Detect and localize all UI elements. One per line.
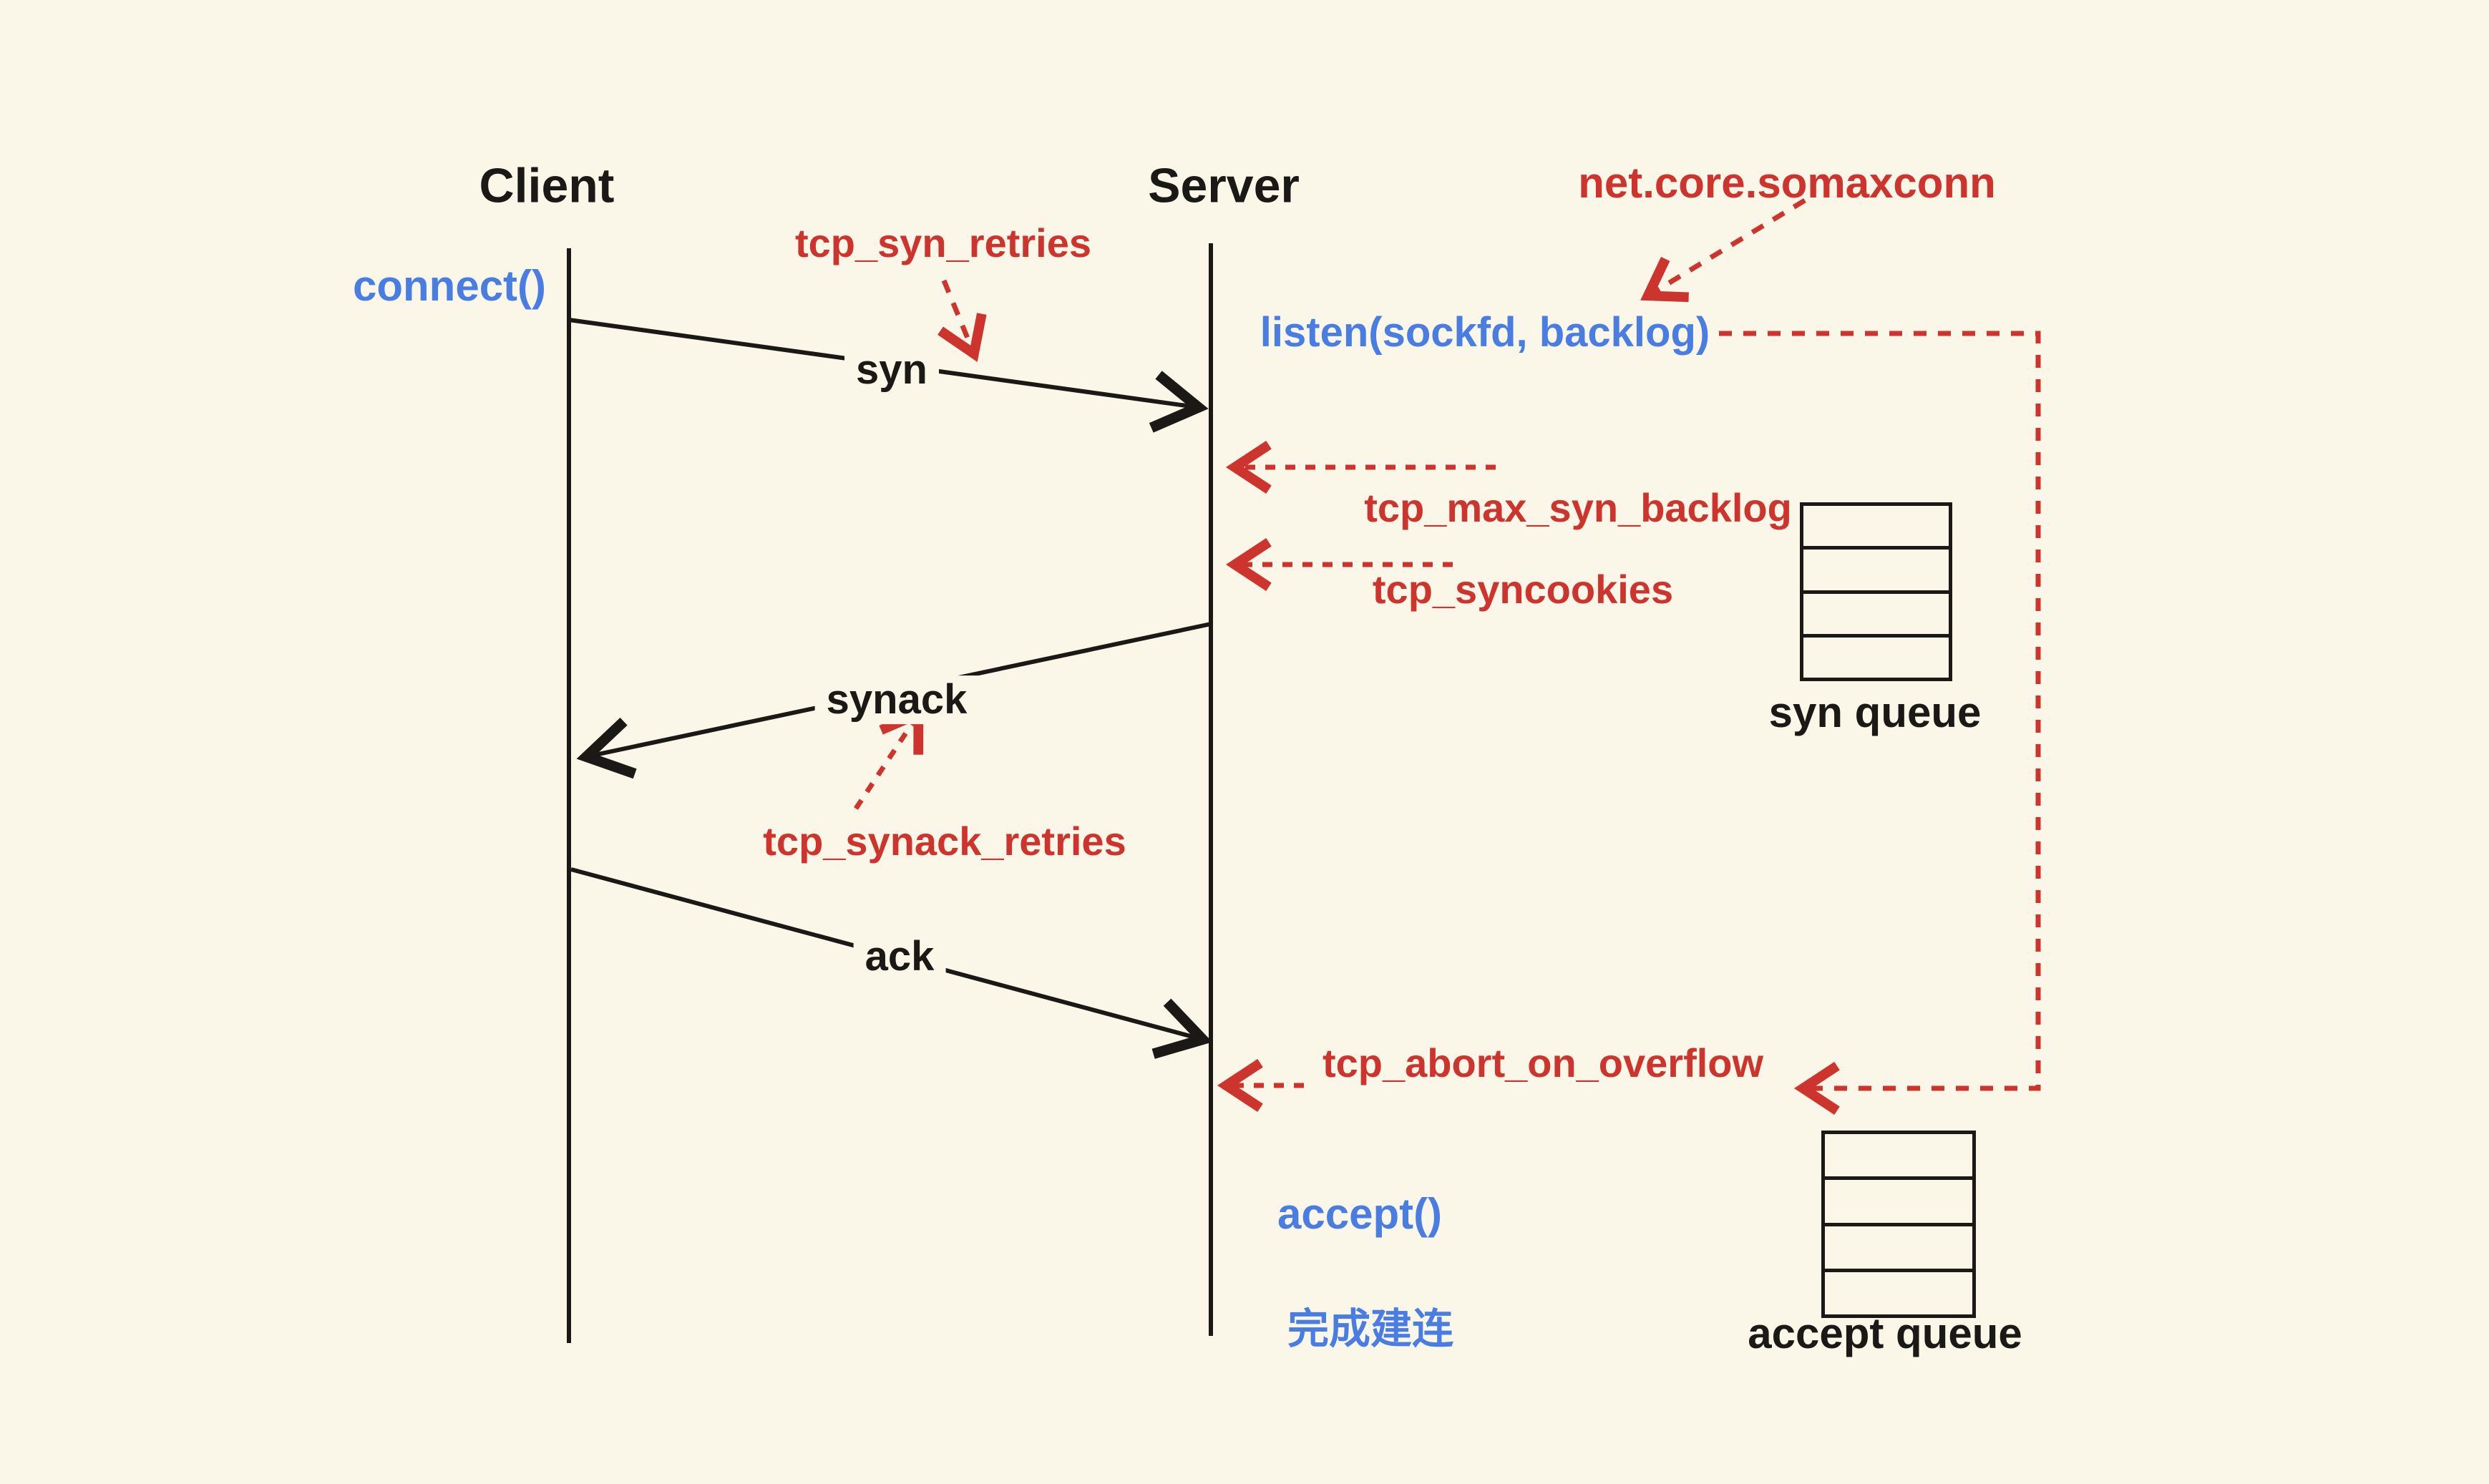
syn-queue-slot xyxy=(1803,590,1949,634)
connect-call-label: connect() xyxy=(353,262,546,310)
synack-message-label: synack xyxy=(814,675,979,724)
server-title: Server xyxy=(1148,158,1300,213)
accept-queue-slot xyxy=(1825,1222,1972,1269)
accept-queue-caption: accept queue xyxy=(1748,1309,2022,1357)
somaxconn-arrow xyxy=(1640,198,1806,303)
tcp-syn-retries-arrow xyxy=(937,279,987,362)
syn-queue-slot xyxy=(1803,506,1949,546)
net-core-somaxconn-label: net.core.somaxconn xyxy=(1578,159,1996,207)
tcp-max-syn-backlog-label: tcp_max_syn_backlog xyxy=(1364,485,1792,531)
accept-queue-slot xyxy=(1825,1134,1972,1176)
accept-queue-box xyxy=(1821,1131,1976,1318)
tcp-synack-retries-label: tcp_synack_retries xyxy=(763,819,1126,864)
client-title: Client xyxy=(479,158,615,213)
accept-queue-slot xyxy=(1825,1176,1972,1222)
syn-queue-box xyxy=(1800,502,1952,681)
connection-established-label: 完成建连 xyxy=(1287,1306,1454,1353)
tcp-abort-on-overflow-label: tcp_abort_on_overflow xyxy=(1322,1040,1764,1086)
ack-message-label: ack xyxy=(853,932,946,981)
listen-call-label: listen(sockfd, backlog) xyxy=(1260,309,1710,356)
tcp-synack-retries-arrow xyxy=(854,706,924,810)
tcp-syn-retries-label: tcp_syn_retries xyxy=(794,220,1092,266)
syn-queue-slot xyxy=(1803,633,1949,678)
syn-queue-caption: syn queue xyxy=(1768,688,1982,736)
accept-queue-slot xyxy=(1825,1268,1972,1314)
tcp-syncookies-label: tcp_syncookies xyxy=(1372,567,1674,612)
syn-message-label: syn xyxy=(844,346,939,394)
syn-queue-slot xyxy=(1803,546,1949,590)
accept-call-label: accept() xyxy=(1277,1190,1443,1238)
